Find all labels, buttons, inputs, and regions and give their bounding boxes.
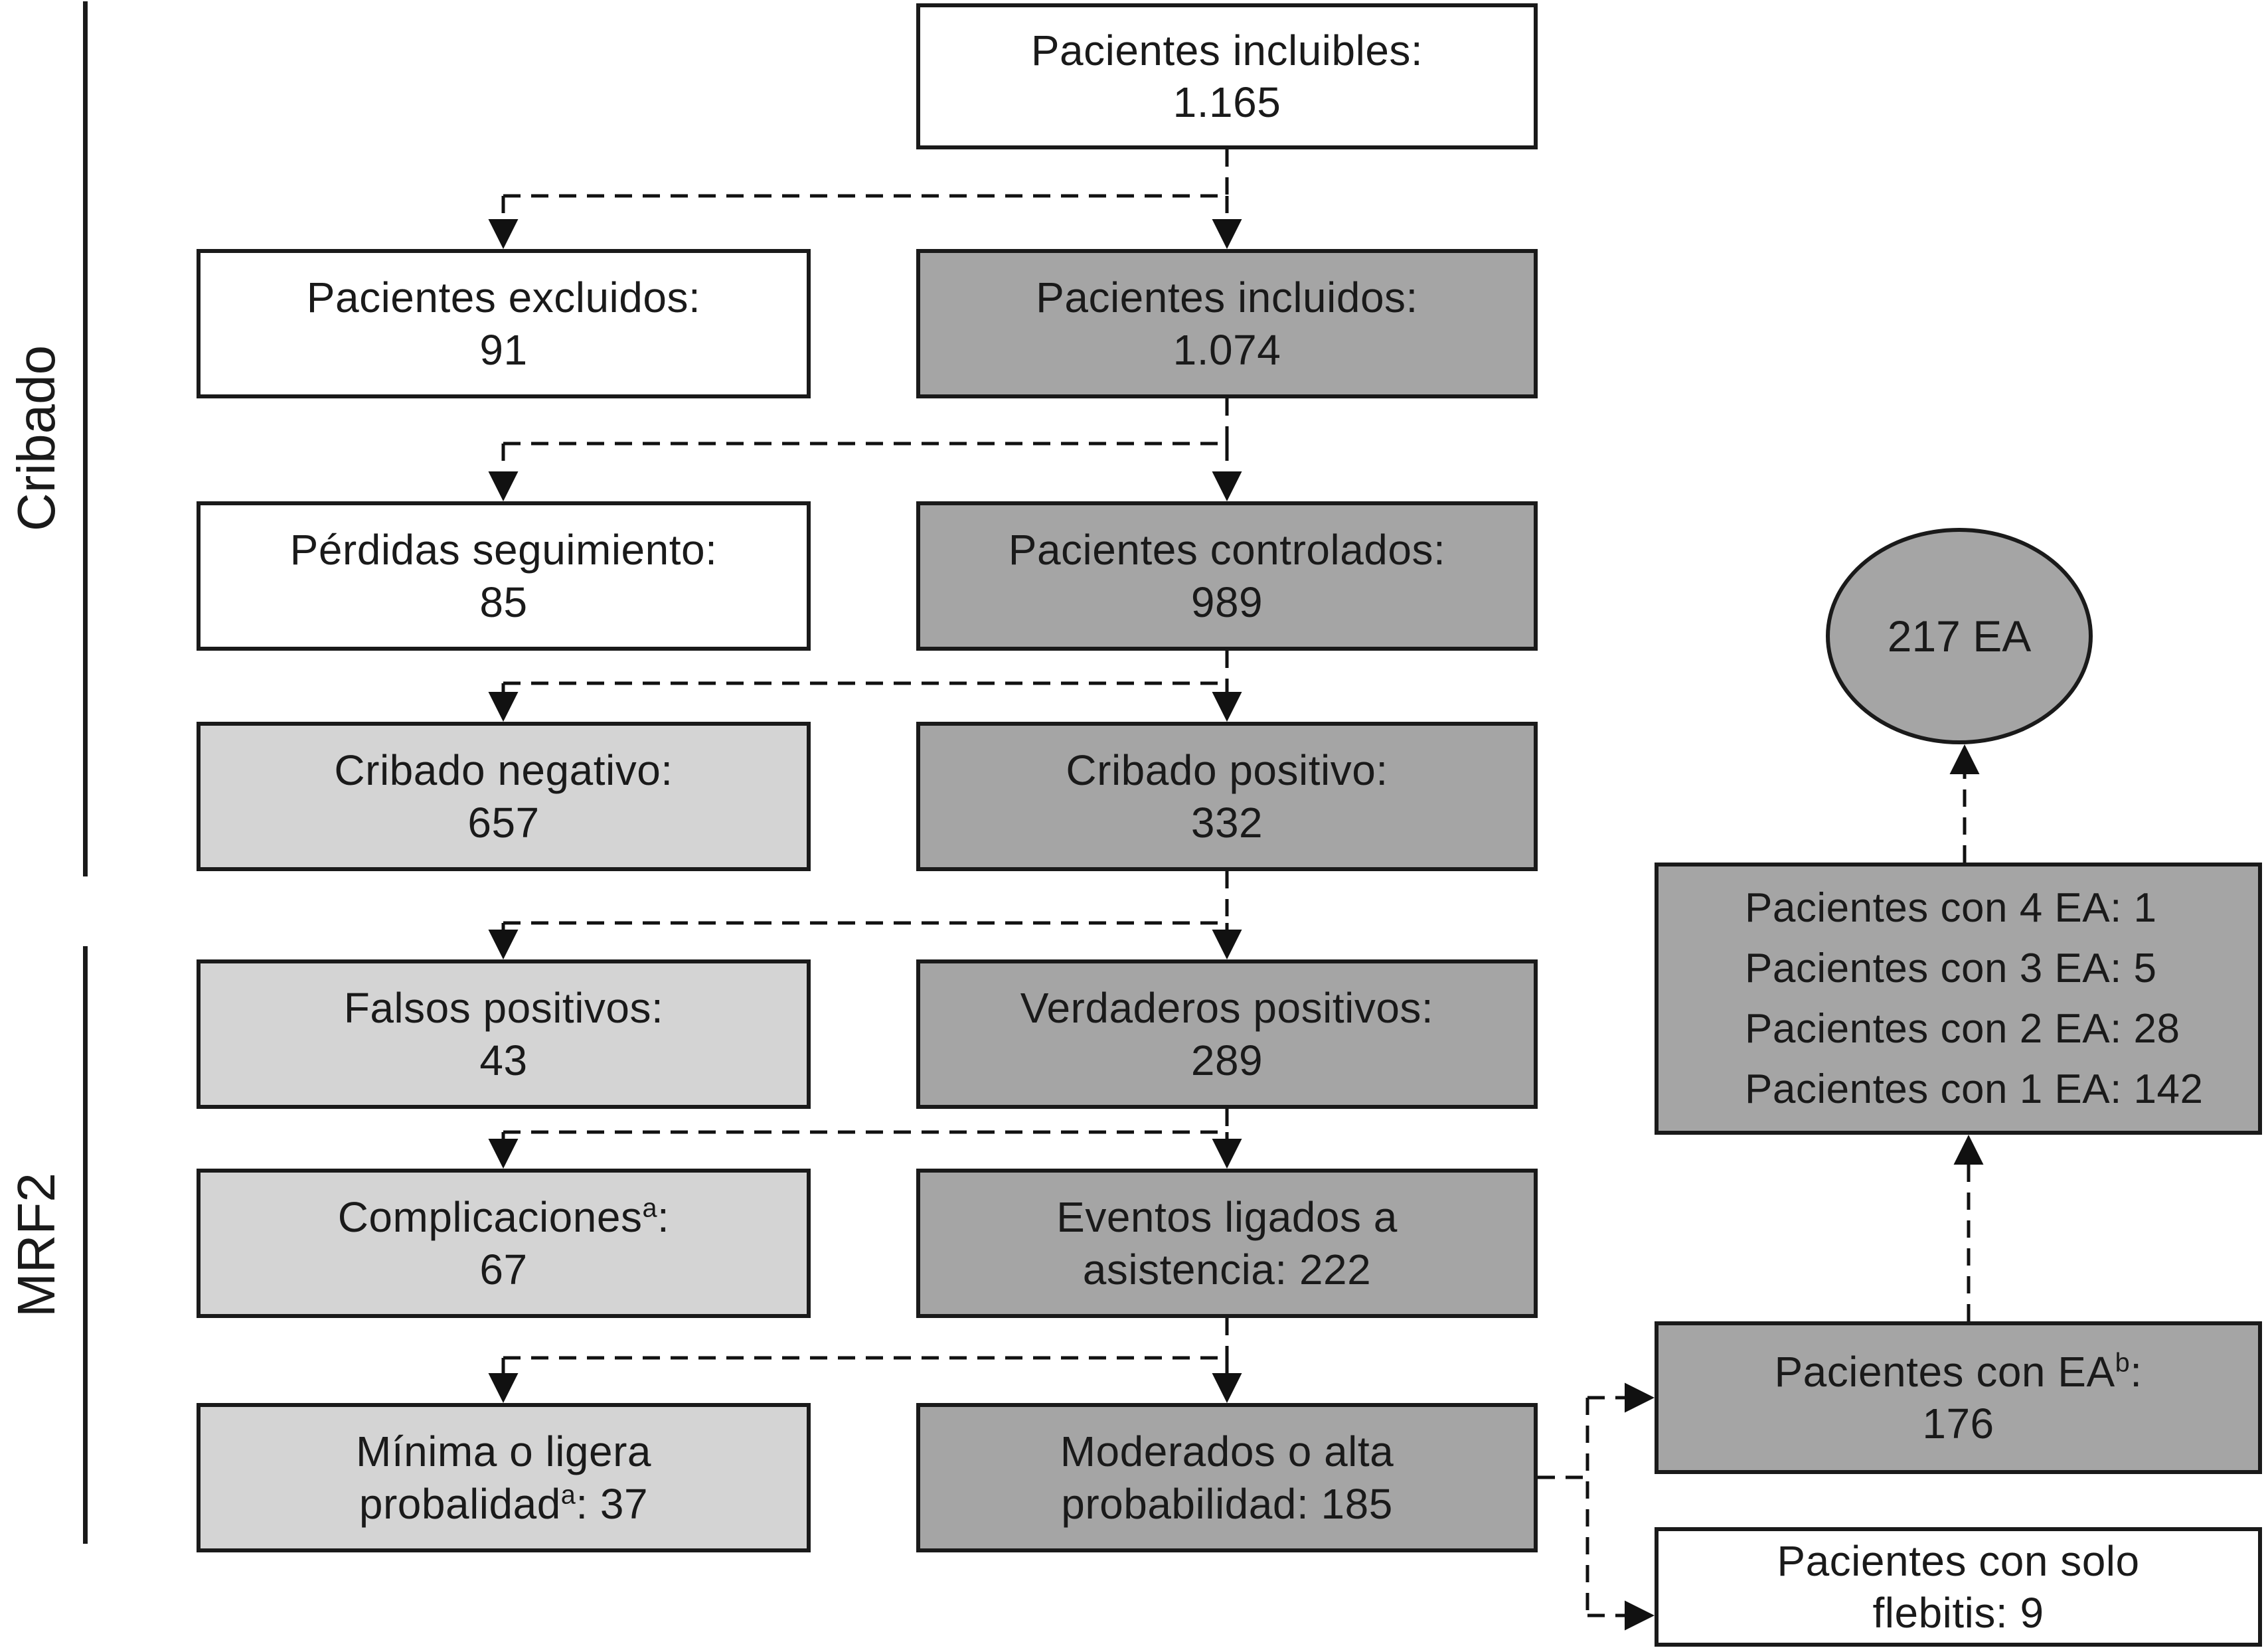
box-label: Cribado negativo: [334, 746, 673, 795]
box-value: 289 [1190, 1036, 1263, 1084]
box-pacientes-excluidos: Pacientes excluidos: 91 [197, 249, 811, 398]
box-label: Mínima o ligera [356, 1428, 651, 1476]
box-value: 657 [467, 798, 540, 847]
box-label: Moderados o alta [1060, 1428, 1394, 1476]
box-complicaciones: Complicacionesa: 67 [197, 1169, 811, 1318]
ea-count-line: Pacientes con 2 EA: 28 [1745, 1006, 2180, 1052]
box-label: Pérdidas seguimiento: [289, 526, 718, 574]
box-value: probalidada: 37 [359, 1479, 649, 1528]
box-verdaderos-positivos: Verdaderos positivos: 289 [916, 959, 1538, 1109]
footnote-marker-b: b [2115, 1348, 2131, 1378]
box-value: 67 [479, 1245, 528, 1293]
box-cribado-negativo: Cribado negativo: 657 [197, 722, 811, 871]
box-label: Pacientes incluibles: [1030, 26, 1423, 74]
box-ea-counts: Pacientes con 4 EA: 1 Pacientes con 3 EA… [1655, 863, 2262, 1135]
box-label: Pacientes controlados: [1008, 526, 1446, 574]
ea-count-line: Pacientes con 4 EA: 1 [1745, 884, 2157, 931]
box-label: Eventos ligados a [1056, 1193, 1398, 1242]
box-value: asistencia: 222 [1082, 1245, 1372, 1293]
footnote-marker-a: a [642, 1194, 658, 1224]
box-eventos-ligados: Eventos ligados a asistencia: 222 [916, 1169, 1538, 1318]
box-pacientes-solo-flebitis: Pacientes con solo flebitis: 9 [1655, 1527, 2262, 1647]
box-label: Verdaderos positivos: [1020, 984, 1434, 1032]
ellipse-total-ea: 217 EA [1826, 528, 2093, 744]
ea-count-line: Pacientes con 1 EA: 142 [1745, 1066, 2204, 1113]
footnote-marker-a: a [560, 1480, 576, 1510]
box-value: 1.165 [1173, 78, 1281, 126]
ellipse-label: 217 EA [1887, 612, 2032, 661]
section-label-mrf2: MRF2 [7, 1173, 66, 1317]
box-pacientes-con-ea: Pacientes con EAb: 176 [1655, 1321, 2262, 1474]
box-label: Cribado positivo: [1066, 746, 1388, 795]
section-line-mrf2 [83, 946, 88, 1544]
box-minima-ligera-probalidad: Mínima o ligera probalidada: 37 [197, 1403, 811, 1552]
section-line-cribado [83, 1, 88, 876]
box-value: 176 [1922, 1400, 1994, 1447]
box-value: 989 [1190, 578, 1263, 626]
box-value: 91 [479, 325, 528, 374]
box-pacientes-controlados: Pacientes controlados: 989 [916, 501, 1538, 651]
box-value: probabilidad: 185 [1061, 1479, 1393, 1528]
box-value: 1.074 [1173, 325, 1281, 374]
box-cribado-positivo: Cribado positivo: 332 [916, 722, 1538, 871]
box-label: Pacientes con solo [1777, 1536, 2140, 1585]
box-value: flebitis: 9 [1872, 1589, 2044, 1637]
box-label: Falsos positivos: [343, 984, 664, 1032]
box-perdidas-seguimiento: Pérdidas seguimiento: 85 [197, 501, 811, 651]
box-label: Pacientes excluidos: [306, 274, 701, 322]
box-pacientes-incluidos: Pacientes incluidos: 1.074 [916, 249, 1538, 398]
box-falsos-positivos: Falsos positivos: 43 [197, 959, 811, 1109]
box-value: 332 [1190, 798, 1263, 847]
box-label: Pacientes con EAb: [1774, 1347, 2143, 1396]
section-label-cribado: Cribado [7, 345, 66, 532]
box-label: Pacientes incluidos: [1036, 274, 1418, 322]
box-value: 43 [479, 1036, 528, 1084]
box-label: Complicacionesa: [337, 1193, 670, 1242]
ea-count-line: Pacientes con 3 EA: 5 [1745, 945, 2157, 991]
box-moderados-alta-probabilidad: Moderados o alta probabilidad: 185 [916, 1403, 1538, 1552]
box-pacientes-incluibles: Pacientes incluibles: 1.165 [916, 3, 1538, 149]
box-value: 85 [479, 578, 528, 626]
